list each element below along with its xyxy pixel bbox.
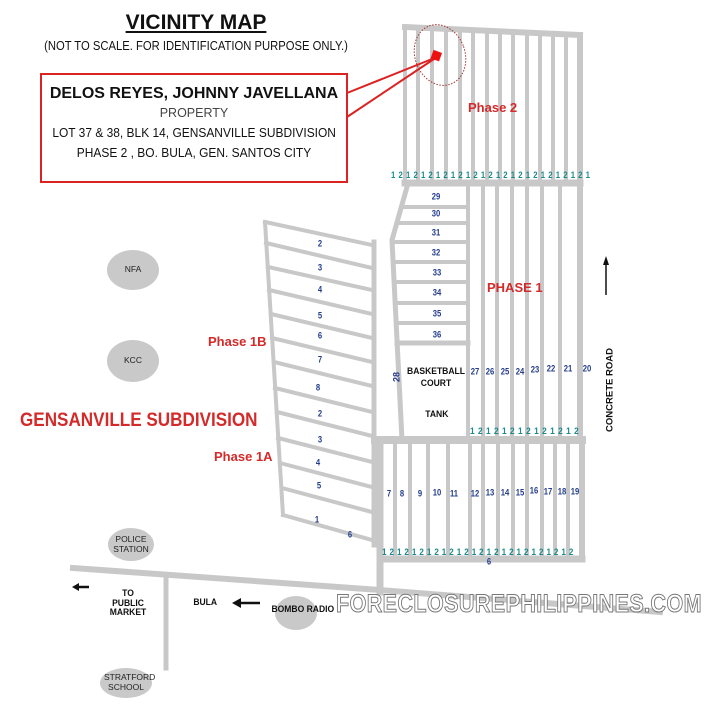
lot-number: 27 <box>470 366 480 377</box>
phase2-block <box>401 23 584 443</box>
lot-number: 13 <box>485 487 495 498</box>
arrow-up-icon <box>603 256 609 295</box>
address-line-2: PHASE 2 , BO. BULA, GEN. SANTOS CITY <box>76 145 312 160</box>
phase2-lot-markers: 1 2 1 2 1 2 1 2 1 2 1 2 1 2 1 2 1 2 1 2 … <box>391 170 591 180</box>
landmark-police-station: POLICE STATION <box>108 528 154 561</box>
lot-number: 2 <box>317 238 323 249</box>
lot-number: 6 <box>347 529 353 540</box>
map-title: VICINITY MAP <box>125 11 267 34</box>
landmark-bombo-radio: BOMBO RADIO <box>271 604 335 615</box>
lot-number: 8 <box>315 382 321 393</box>
lot-number: 4 <box>315 457 321 468</box>
lot-number: 34 <box>432 287 442 298</box>
lot-number: 35 <box>432 308 442 319</box>
main-road <box>69 564 664 616</box>
lot-number: 19 <box>570 486 580 497</box>
concrete-road-label: CONCRETE ROAD <box>604 348 616 432</box>
property-pointer <box>346 24 467 118</box>
lot-number: 36 <box>432 329 442 340</box>
lot-number: 22 <box>546 363 556 374</box>
basketball-court-label: BASKETBALL COURT <box>407 366 465 390</box>
lot-number: 3 <box>317 434 323 445</box>
lower-lot-markers: 1 2 1 2 1 2 1 2 1 2 1 2 1 2 1 2 1 2 1 2 … <box>382 547 574 557</box>
arrow-left-icon <box>72 583 89 591</box>
lot-number: 29 <box>431 191 441 202</box>
landmark-stratford-school: STRATFORD SCHOOL <box>100 668 155 698</box>
lot-number: 30 <box>431 208 441 219</box>
lot-number: 33 <box>432 267 442 278</box>
lot-number: 26 <box>485 366 495 377</box>
landmark-nfa: NFA <box>107 250 159 290</box>
lot-number: 32 <box>431 247 441 258</box>
lot-number: 16 <box>529 485 539 496</box>
bula-label: BULA <box>193 597 218 608</box>
lot-number: 17 <box>543 486 553 497</box>
map-subtitle: (NOT TO SCALE. FOR IDENTIFICATION PURPOS… <box>44 39 348 53</box>
lot-number: 11 <box>449 488 459 499</box>
phase1ab-block <box>262 219 377 548</box>
lot-number: 4 <box>317 284 323 295</box>
phase1a-label: Phase 1A <box>214 449 273 464</box>
lot-number: 10 <box>432 487 442 498</box>
lot-number: 23 <box>530 364 540 375</box>
lot-number: 20 <box>582 363 592 374</box>
to-public-market-label: TO PUBLIC MARKET <box>109 588 147 618</box>
lot-number: 12 <box>470 488 480 499</box>
lot-number: 31 <box>431 227 441 238</box>
owner-name: DELOS REYES, JOHNNY JAVELLANA <box>49 85 339 102</box>
lot-number: 6 <box>317 330 323 341</box>
lot-number: 8 <box>399 488 405 499</box>
lot-number: 15 <box>515 487 525 498</box>
landmark-bombo-radio-circle <box>275 596 317 630</box>
watermark: FORECLOSUREPHILIPPINES.COM <box>336 590 702 618</box>
address-line-1: LOT 37 & 38, BLK 14, GENSANVILLE SUBDIVI… <box>52 125 336 140</box>
phase1-lot-markers: 1 2 1 2 1 2 1 2 1 2 1 2 1 2 <box>470 426 580 436</box>
landmark-kcc: KCC <box>107 340 159 382</box>
lot-number: 25 <box>500 366 510 377</box>
property-label: PROPERTY <box>159 106 229 120</box>
lot-number: 18 <box>557 486 567 497</box>
lot-number: 21 <box>563 363 573 374</box>
subdivision-label: GENSANVILLE SUBDIVISION <box>20 410 258 431</box>
property-info-box <box>40 73 348 183</box>
lot-number: 3 <box>317 262 323 273</box>
lot-number: 6 <box>486 556 492 567</box>
lot-number: 2 <box>317 408 323 419</box>
lot-number: 9 <box>417 488 423 499</box>
arrow-left-icon <box>232 598 260 608</box>
phase1-block <box>371 183 586 444</box>
lot-number: 5 <box>317 310 323 321</box>
tank-label: TANK <box>425 409 449 420</box>
lot-number: 7 <box>386 488 392 499</box>
phase1-label: PHASE 1 <box>487 280 543 295</box>
lot-number: 5 <box>316 480 322 491</box>
phase1-lower-block <box>376 436 586 596</box>
phase2-label: Phase 2 <box>468 100 518 115</box>
lot-number: 24 <box>515 366 525 377</box>
lot-number: 28 <box>391 371 402 383</box>
lot-number: 14 <box>500 487 510 498</box>
phase1b-label: Phase 1B <box>208 334 267 349</box>
lot-number: 1 <box>314 514 320 525</box>
lot-number: 7 <box>317 354 323 365</box>
